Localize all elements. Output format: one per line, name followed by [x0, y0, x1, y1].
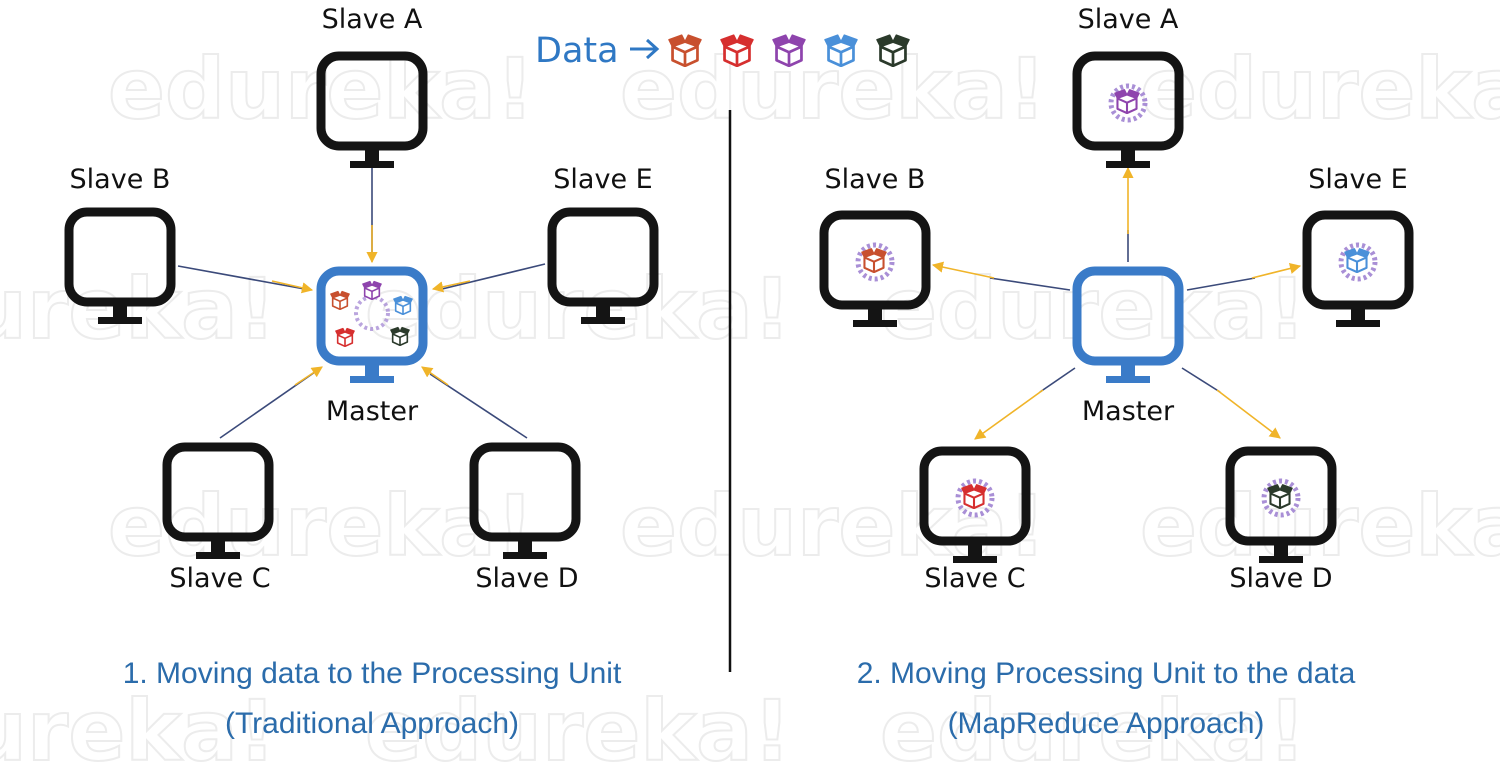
slave-c-label: Slave C	[169, 563, 270, 594]
slave-b-label: Slave B	[70, 164, 171, 195]
watermark-text: edureka!	[365, 260, 791, 358]
watermark-text: edureka!	[1140, 40, 1500, 138]
master-node: Master	[1072, 266, 1184, 427]
slave-e-node: Slave E	[547, 164, 659, 324]
slave-e-label: Slave E	[553, 164, 652, 195]
data-box-icon	[861, 247, 887, 273]
watermark-text: edureka!	[0, 260, 276, 358]
slave-e-label: Slave E	[1308, 164, 1407, 195]
slave-a-label: Slave A	[1078, 4, 1179, 35]
spinner-icon	[1108, 83, 1148, 123]
monitor-icon	[1302, 210, 1414, 327]
spinner-icon	[955, 478, 995, 518]
data-label: Data	[535, 31, 619, 71]
master-label: Master	[1082, 396, 1175, 427]
monitor-icon	[1072, 266, 1184, 383]
slave-b-label: Slave B	[825, 164, 926, 195]
watermark-text: edureka!	[108, 477, 534, 575]
spinner-icon	[1338, 242, 1378, 282]
arrow-right-icon	[630, 38, 660, 60]
connectors	[989, 230, 1256, 393]
monitor-icon	[64, 207, 176, 324]
monitor-icon	[316, 266, 428, 383]
spinner-icon	[855, 242, 895, 282]
slave-d-node: Slave D	[469, 442, 581, 594]
monitor-icon	[819, 210, 931, 327]
caption-line-2: (Traditional Approach)	[225, 707, 519, 740]
monitor-icon	[1072, 51, 1184, 168]
slave-c-node: Slave C	[919, 446, 1031, 594]
data-box-icon	[1344, 247, 1370, 273]
slave-b-node: Slave B	[819, 164, 931, 327]
caption-line-2: (MapReduce Approach)	[948, 707, 1265, 740]
watermark-text: edureka!	[0, 682, 276, 776]
watermark-text: edureka!	[880, 260, 1306, 358]
master-label: Master	[326, 396, 419, 427]
caption-line-1: 2. Moving Processing Unit to the data	[857, 657, 1356, 690]
mapreduce-approach-panel: Slave A Slave B Slave E	[819, 4, 1414, 740]
master-node: Master	[316, 266, 428, 427]
spinner-icon	[1261, 478, 1301, 518]
monitor-icon	[919, 446, 1031, 563]
watermark-text: edureka!	[365, 682, 791, 776]
watermark-text: edureka!	[880, 682, 1306, 776]
caption-line-1: 1. Moving data to the Processing Unit	[123, 657, 622, 690]
arrows-from-master	[931, 166, 1302, 440]
slave-a-node: Slave A	[1072, 4, 1184, 168]
watermark-text: edureka!	[1140, 477, 1500, 575]
slave-b-node: Slave B	[64, 164, 176, 324]
slave-c-label: Slave C	[924, 563, 1025, 594]
slave-d-label: Slave D	[475, 563, 578, 594]
slave-a-node: Slave A	[316, 4, 428, 168]
data-box-icon	[1114, 88, 1140, 114]
slave-c-node: Slave C	[162, 442, 274, 594]
monitor-icon	[162, 442, 274, 559]
monitor-icon	[1225, 446, 1337, 563]
monitor-icon	[469, 442, 581, 559]
monitor-icon	[316, 51, 428, 168]
traditional-approach-panel: Slave A Slave B Slave E	[64, 4, 659, 740]
monitor-icon	[547, 207, 659, 324]
arrows-to-master	[271, 225, 471, 386]
slave-e-node: Slave E	[1302, 164, 1414, 327]
data-legend: Data	[535, 31, 910, 71]
slave-d-label: Slave D	[1229, 563, 1332, 594]
slave-a-label: Slave A	[322, 4, 423, 35]
slave-d-node: Slave D	[1225, 446, 1337, 594]
